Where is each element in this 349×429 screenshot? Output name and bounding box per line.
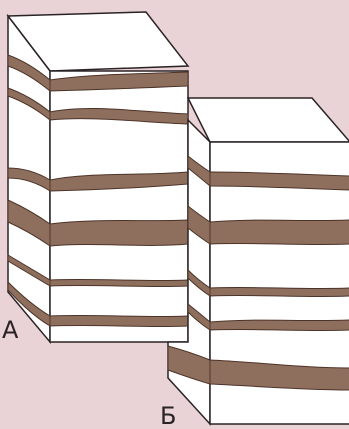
block-a-front-layer-5 [50, 279, 188, 286]
block-a: А [2, 12, 188, 344]
block-b-front-layer-4 [210, 320, 349, 331]
block-a-front-layer-4 [50, 220, 188, 246]
block-b: Б [160, 98, 349, 429]
block-b-top-face [188, 98, 349, 142]
block-b-front-layer-3 [210, 287, 349, 296]
block-b-label: Б [160, 402, 176, 429]
block-a-front-layer-6 [50, 315, 188, 326]
block-a-label: А [2, 316, 19, 344]
block-b-front-layer-2 [210, 220, 349, 245]
